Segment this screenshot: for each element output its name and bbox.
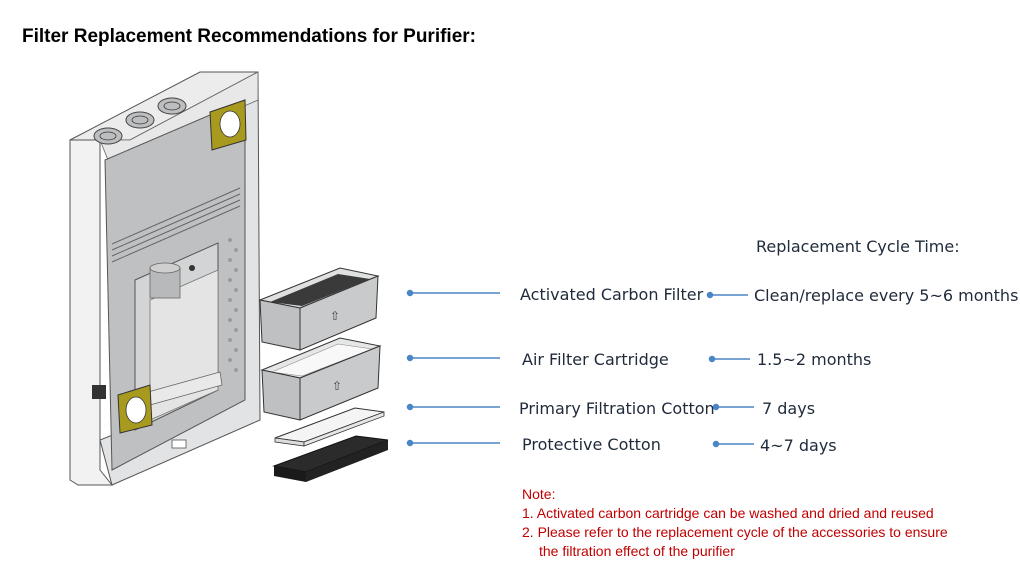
page-title: Filter Replacement Recommendations for P…	[22, 26, 476, 47]
note-heading: Note:	[522, 486, 556, 502]
note-line-2-continued: the filtration effect of the purifier	[539, 543, 735, 559]
cycle-air-filter-cartridge: 1.5~2 months	[757, 350, 872, 369]
cycle-protective-cotton: 4~7 days	[760, 436, 837, 455]
svg-text:⇧: ⇧	[332, 379, 342, 393]
label-air-filter-cartridge: Air Filter Cartridge	[522, 350, 669, 369]
note-line-2: 2. Please refer to the replacement cycle…	[522, 524, 948, 540]
cycle-primary-filtration-cotton: 7 days	[762, 399, 816, 418]
protective-cotton-image	[272, 435, 389, 482]
activated-carbon-filter-image: ⇧	[258, 267, 380, 351]
air-filter-cartridge-image: ⇧	[260, 337, 382, 421]
purifier-unit	[69, 71, 261, 486]
label-activated-carbon-filter: Activated Carbon Filter	[520, 285, 704, 304]
svg-text:⇧: ⇧	[330, 309, 340, 323]
leader-lines	[406, 289, 754, 448]
label-primary-filtration-cotton: Primary Filtration Cotton	[519, 399, 715, 418]
cycle-heading: Replacement Cycle Time:	[756, 237, 960, 256]
cycle-activated-carbon-filter: Clean/replace every 5~6 months	[754, 286, 1019, 305]
note-line-1: 1. Activated carbon cartridge can be was…	[522, 505, 934, 521]
label-protective-cotton: Protective Cotton	[522, 435, 661, 454]
primary-filtration-cotton-image	[274, 407, 385, 447]
